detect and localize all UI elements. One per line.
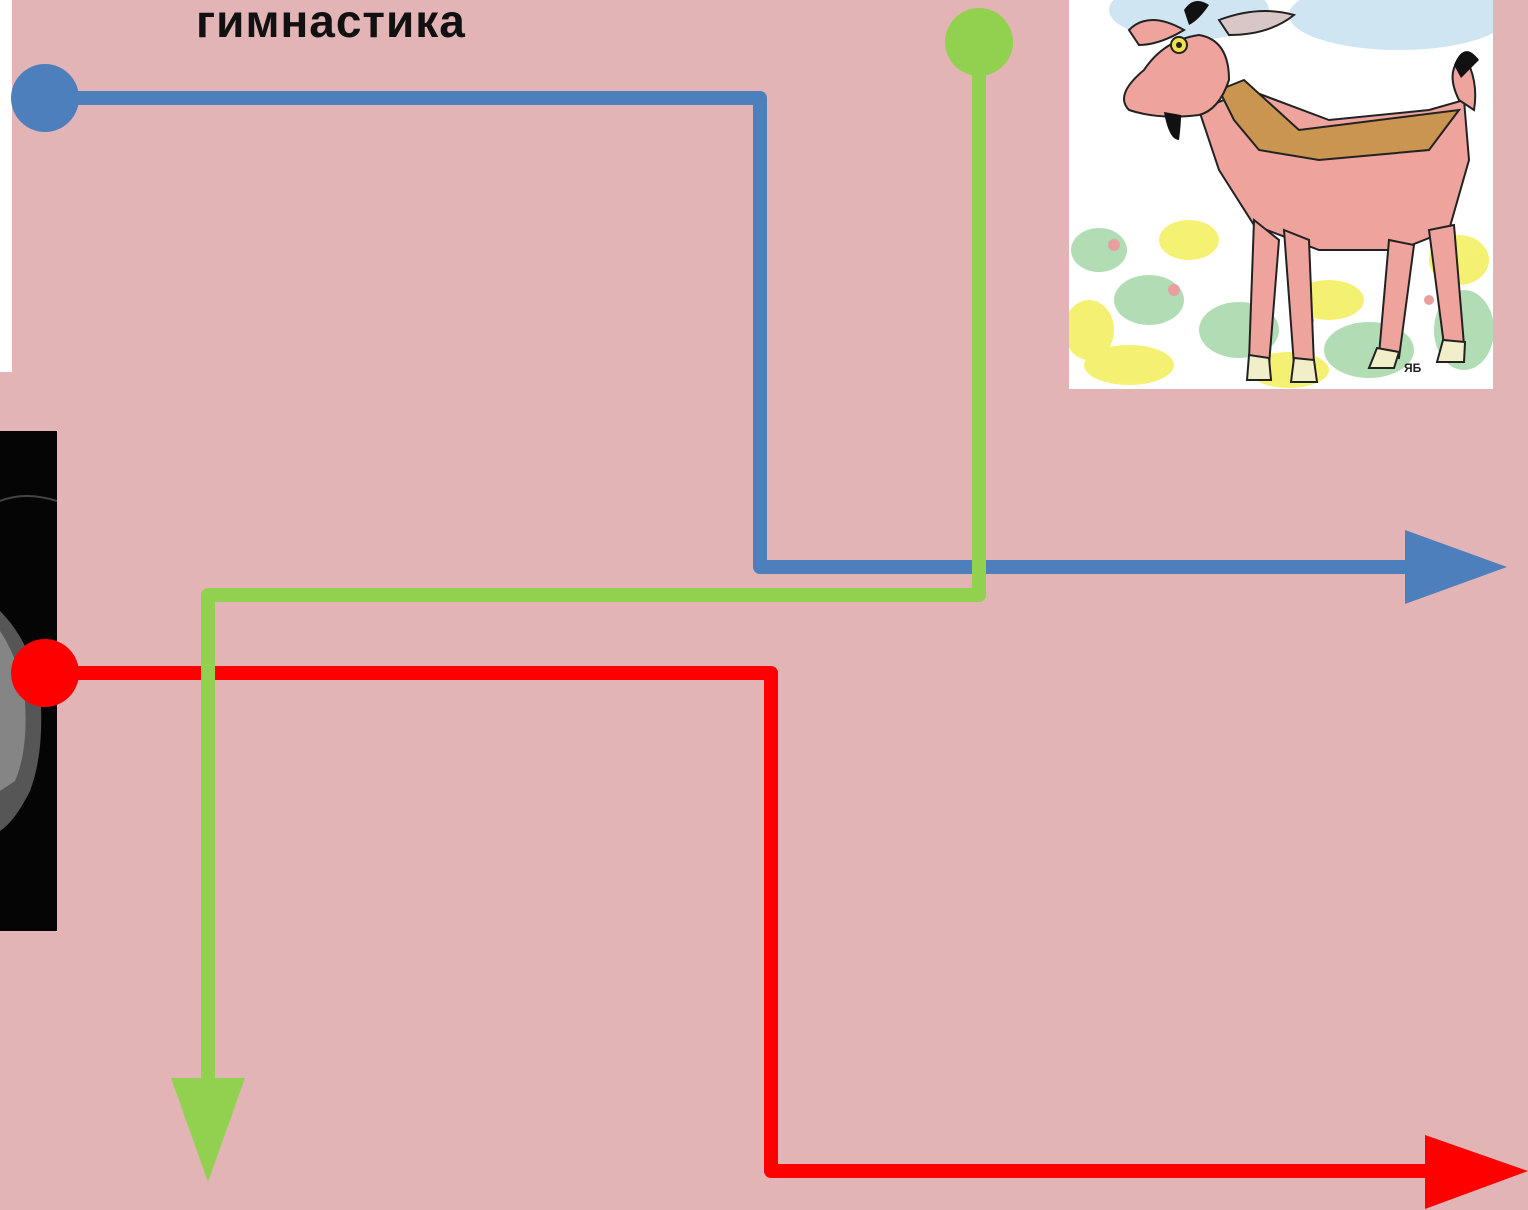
goat-illustration: ЯБ (1069, 0, 1493, 389)
blue-arrow (11, 64, 1507, 604)
goat-signature: ЯБ (1404, 361, 1422, 375)
goat-icon: ЯБ (1069, 0, 1493, 389)
red-start-dot (11, 639, 79, 707)
green-arrow (171, 8, 1013, 1182)
top-left-photo (0, 0, 12, 372)
page-title: гимнастика (196, 0, 466, 47)
red-arrow (11, 639, 1528, 1209)
blue-start-dot (11, 64, 79, 132)
green-start-dot (945, 8, 1013, 76)
